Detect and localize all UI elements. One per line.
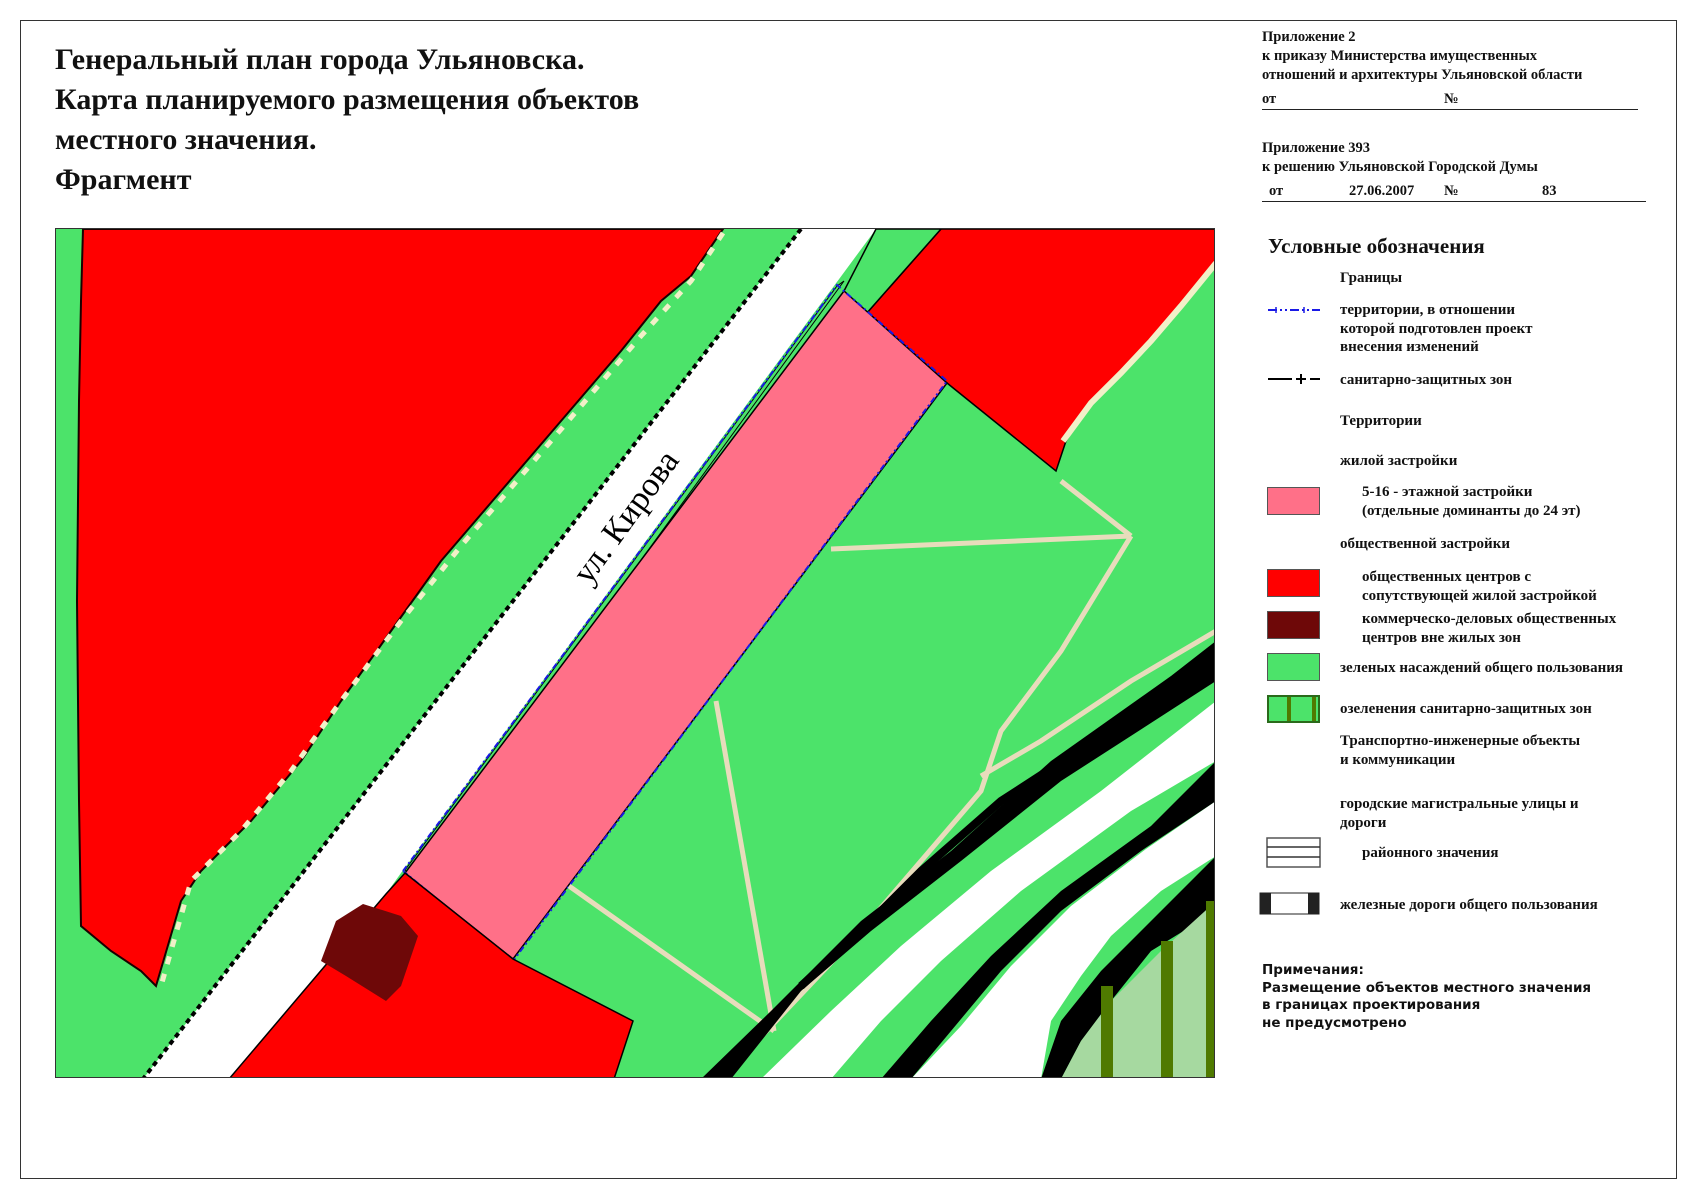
from-value: 27.06.2007	[1349, 183, 1415, 199]
legend-item-green-public: зеленых насаждений общего пользования	[1340, 660, 1624, 676]
edge-fringe	[158, 231, 726, 987]
legend-line: которой подготовлен проект	[1340, 320, 1533, 337]
commercial-center-zone	[321, 904, 418, 1001]
public-center-zone-southwest	[229, 871, 634, 1077]
legend-line: (отдельные доминанты до 24 эт)	[1362, 502, 1581, 519]
from-label: от	[1262, 91, 1277, 107]
legend-line: 5-16 - этажной застройки	[1362, 484, 1533, 500]
title-line-4: Фрагмент	[55, 163, 192, 196]
approval-signature-row: от 27.06.2007 № 83	[1262, 181, 1646, 202]
legend-line: центров вне жилых зон	[1362, 629, 1521, 646]
sheet-frame	[20, 20, 1677, 1179]
legend-item-residential: 5-16 - этажной застройки (отдельные доми…	[1362, 483, 1581, 520]
legend-title: Условные обозначения	[1268, 234, 1485, 258]
approval-heading: Приложение 2	[1262, 29, 1356, 45]
legend-line: территории, в отношении	[1340, 302, 1516, 318]
approval-line: к приказу Министерства имущественных	[1262, 48, 1538, 64]
legend-heading-transport: Транспортно-инженерные объекты и коммуни…	[1340, 732, 1580, 769]
approval-heading: Приложение 393	[1262, 140, 1370, 156]
legend-line: городские магистральные улицы и	[1340, 796, 1579, 812]
legend-heading-residential: жилой застройки	[1340, 453, 1458, 469]
legend-item-railways: железные дороги общего пользования	[1340, 897, 1598, 913]
approval-signature-row: от №	[1262, 89, 1638, 110]
map-canvas[interactable]: ул. Кирова	[56, 229, 1215, 1078]
district-road-swatch-icon	[1266, 837, 1321, 868]
notes-heading: Примечания:	[1262, 962, 1364, 978]
approval-block-ministry: Приложение 2 к приказу Министерства имущ…	[1262, 28, 1638, 110]
green-public-swatch-icon	[1267, 653, 1320, 681]
notes-line: Размещение объектов местного значения	[1262, 979, 1592, 996]
public-center-swatch-icon	[1267, 569, 1320, 597]
legend-item-green-sanitary: озеленения санитарно-защитных зон	[1340, 701, 1592, 717]
notes-line: в границах проектирования	[1262, 997, 1481, 1013]
legend-line: внесения изменений	[1340, 339, 1479, 355]
legend-line: Транспортно-инженерные объекты	[1340, 733, 1581, 749]
legend-item-commercial: коммерческо-деловых общественных центров…	[1362, 610, 1616, 647]
commercial-center-swatch-icon	[1267, 611, 1320, 639]
road-edge	[142, 229, 803, 1077]
legend-line: дороги	[1340, 814, 1387, 831]
edge-fringe	[1060, 261, 1214, 443]
path-edge	[979, 629, 1214, 779]
notes-line: не предусмотрено	[1262, 1014, 1407, 1031]
number-label: №	[1444, 91, 1459, 107]
legend-heading-territories: Территории	[1340, 413, 1422, 429]
dark-strip	[798, 662, 1204, 989]
number-value: 83	[1542, 183, 1557, 199]
legend-heading-borders: Границы	[1340, 270, 1403, 286]
legend-line: общественных центров с	[1362, 569, 1532, 585]
railway-swatch-icon	[1259, 892, 1320, 915]
green-sanitary-swatch-icon	[1267, 695, 1320, 723]
road-kirova[interactable]	[143, 229, 876, 1078]
approval-line: отношений и архитектуры Ульяновской обла…	[1262, 67, 1583, 83]
sanitary-boundary-symbol-icon	[1268, 374, 1320, 384]
project-boundary-symbol-icon	[1268, 307, 1320, 313]
residential-swatch-icon	[1267, 487, 1320, 515]
legend-heading-streets: городские магистральные улицы и дороги	[1340, 795, 1579, 832]
railway-corridor	[703, 642, 1214, 1077]
notes-block: Примечания: Размещение объектов местного…	[1262, 962, 1591, 1032]
title-line-3: местного значения.	[55, 123, 317, 156]
map-fragment[interactable]: ул. Кирова	[55, 228, 1215, 1078]
legend-line: коммерческо-деловых общественных	[1362, 611, 1617, 627]
title-line-2: Карта планируемого размещения объектов	[55, 83, 640, 116]
approval-line: к решению Ульяновской Городской Думы	[1262, 159, 1538, 175]
number-label: №	[1444, 183, 1459, 199]
legend-heading-public: общественной застройки	[1340, 536, 1510, 552]
title-line-1: Генеральный план города Ульяновска.	[55, 43, 585, 76]
public-center-zone-west	[75, 229, 725, 988]
legend-item-public-centers: общественных центров с сопутствующей жил…	[1362, 568, 1597, 605]
legend-line: сопутствующей жилой застройкой	[1362, 587, 1597, 604]
from-label: от	[1269, 183, 1284, 199]
approval-block-duma: Приложение 393 к решению Ульяновской Гор…	[1262, 139, 1646, 202]
map-title: Генеральный план города Ульяновска. Карт…	[55, 40, 639, 200]
project-boundary-line	[402, 283, 949, 963]
legend-line: и коммуникации	[1340, 751, 1456, 768]
footpaths	[567, 479, 1134, 1077]
legend-item-district-roads: районного значения	[1362, 845, 1499, 861]
legend-item-sanitary-boundary: санитарно-защитных зон	[1340, 372, 1513, 388]
legend-item-project-boundary: территории, в отношении которой подготов…	[1340, 301, 1533, 357]
